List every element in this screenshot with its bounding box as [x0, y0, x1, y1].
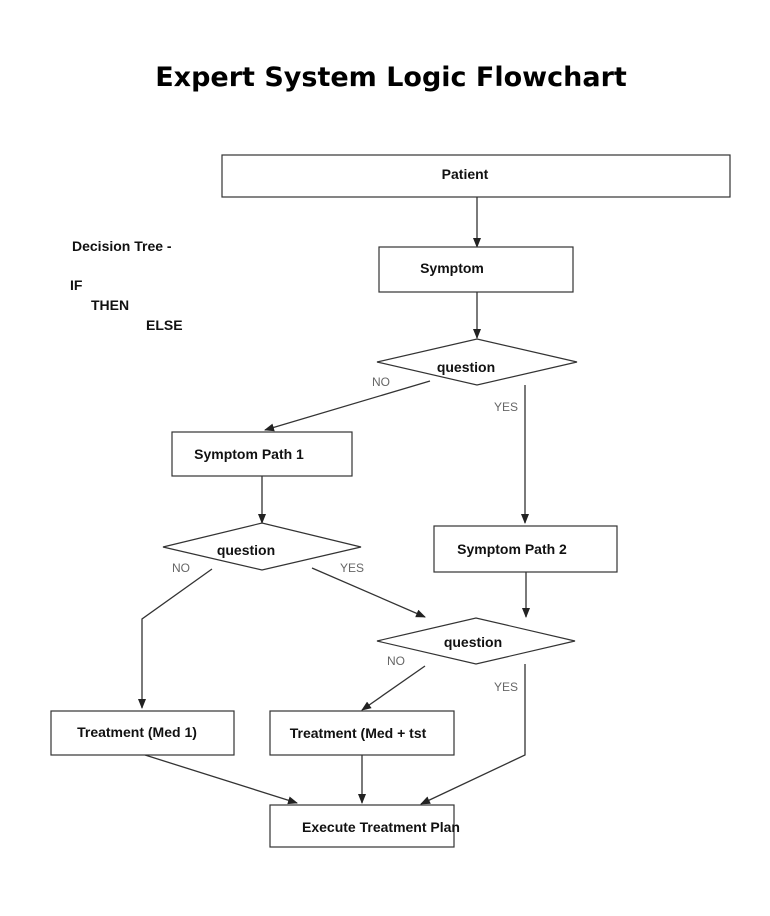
symptom-box: [378, 246, 574, 293]
edge-question2-no: [138, 568, 213, 709]
question2-label: question: [217, 542, 275, 558]
question3-yes-label: YES: [494, 680, 518, 694]
symptom-path1-box: [171, 431, 353, 477]
side-note-line1: Decision Tree -: [72, 238, 172, 254]
question1-no-label: NO: [372, 375, 390, 389]
patient-box: [221, 154, 731, 198]
question1-diamond: [376, 338, 578, 386]
symptom-label: Symptom: [420, 260, 484, 276]
treatment-medtst-box: [269, 710, 455, 756]
symptom-path2-box: [433, 525, 618, 573]
side-note-then: THEN: [91, 297, 129, 313]
edge-question1-no: [264, 380, 431, 432]
edge-question3-no: [361, 665, 426, 711]
symptom-path2-label: Symptom Path 2: [457, 541, 567, 557]
side-note-if: IF: [70, 277, 83, 293]
treatment-med1-label: Treatment (Med 1): [77, 724, 197, 740]
question1-label: question: [437, 359, 495, 375]
page-title: Expert System Logic Flowchart: [155, 62, 627, 93]
question3-no-label: NO: [387, 654, 405, 668]
edge-question2-yes: [311, 567, 426, 618]
question2-yes-label: YES: [340, 561, 364, 575]
side-note-else: ELSE: [146, 317, 183, 333]
treatment-med1-box: [50, 710, 235, 756]
edge-question3-yes: [420, 664, 526, 805]
question3-label: question: [444, 634, 502, 650]
symptom-path1-label: Symptom Path 1: [194, 446, 304, 462]
patient-label: Patient: [442, 166, 489, 182]
question2-no-label: NO: [172, 561, 190, 575]
execute-label: Execute Treatment Plan: [302, 819, 460, 835]
question1-yes-label: YES: [494, 400, 518, 414]
question2-diamond: [162, 522, 362, 571]
execute-box: [269, 804, 455, 848]
question3-diamond: [376, 617, 576, 665]
treatment-medtst-label: Treatment (Med + tst: [290, 725, 427, 741]
edge-med1-execute: [144, 754, 298, 805]
